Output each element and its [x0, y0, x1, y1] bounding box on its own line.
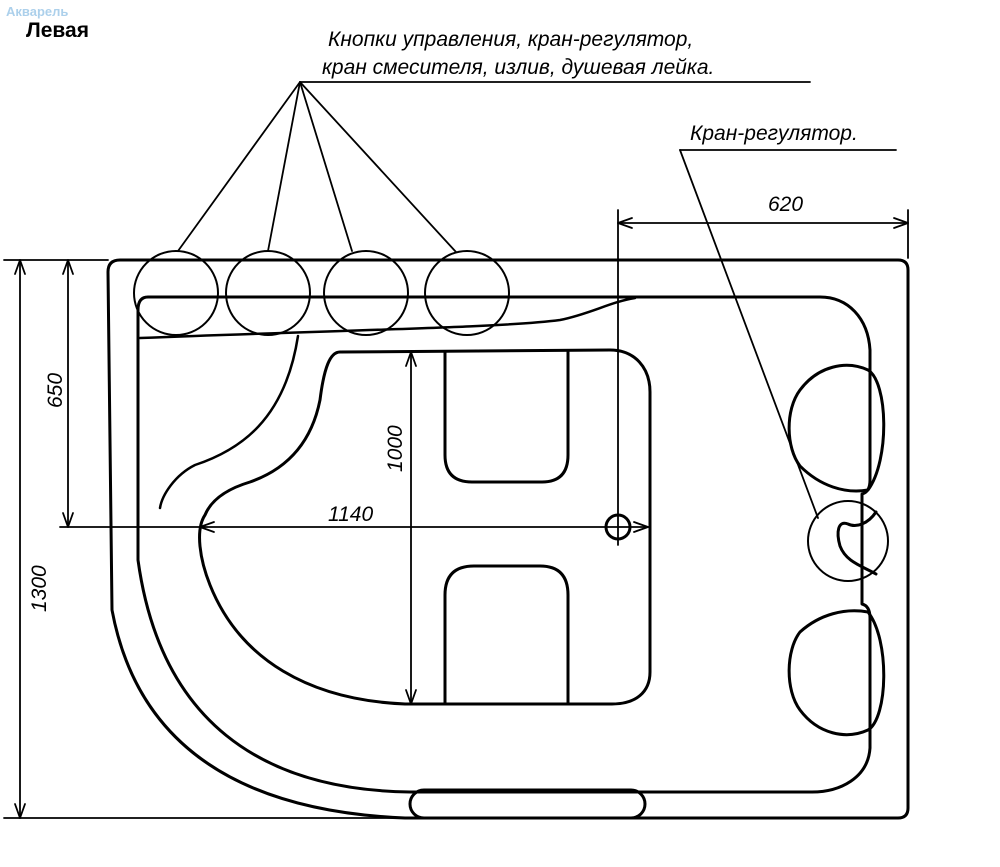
control-button-circle-1: [133, 250, 219, 336]
dim-620-arrow-right: [893, 217, 909, 229]
dim-1300-label: 1300: [28, 565, 51, 612]
page-title: Левая: [26, 19, 89, 42]
watermark-logo: Акварель: [6, 4, 68, 19]
control-deck-edge: [138, 296, 637, 340]
callout-controls-line1: Кнопки управления, кран-регулятор,: [328, 28, 693, 51]
front-panel-handle: [408, 788, 647, 820]
dim-1140-arrow-left: [199, 521, 215, 533]
dim-1300-arrow-top: [14, 259, 26, 275]
headrest-upper: [787, 363, 886, 493]
dim-1300-arrow-bottom: [14, 803, 26, 819]
callout-controls-line2: кран смесителя, излив, душевая лейка.: [322, 56, 714, 79]
regulator-circle: [807, 500, 889, 582]
headrest-lower: [787, 609, 886, 737]
dim-1140-label: 1140: [328, 503, 373, 526]
control-button-circle-3: [323, 250, 409, 336]
inner-bowl-outline: [136, 295, 872, 794]
dim-650-arrow-top: [62, 259, 74, 275]
seat-pad-upper: [443, 350, 570, 484]
dim-650-label: 650: [44, 373, 67, 408]
dim-1000-arrow-bottom: [405, 689, 417, 705]
control-button-circle-4: [424, 250, 510, 336]
dim-620-arrow-left: [617, 217, 633, 229]
leader-line-1: [177, 81, 301, 252]
dim-1000-label: 1000: [384, 425, 407, 472]
dim-1140-arrow-right: [633, 521, 649, 533]
dim-1000-arrow-top: [405, 351, 417, 367]
leader-line-3: [299, 81, 353, 252]
dim-620-label: 620: [768, 193, 803, 216]
regulator-notch: [836, 510, 878, 576]
dim-650-arrow-bottom: [62, 512, 74, 528]
outer-rim: [106, 258, 910, 820]
seat-outline: [198, 348, 652, 706]
seat-pad-lower: [443, 564, 570, 705]
backrest-curve-left: [158, 334, 300, 510]
leader-line-2: [267, 81, 301, 252]
control-button-circle-2: [225, 250, 311, 336]
leader-line-4: [299, 81, 457, 253]
callout-regulator: Кран-регулятор.: [690, 122, 858, 145]
leader-line-regulator: [679, 149, 819, 519]
